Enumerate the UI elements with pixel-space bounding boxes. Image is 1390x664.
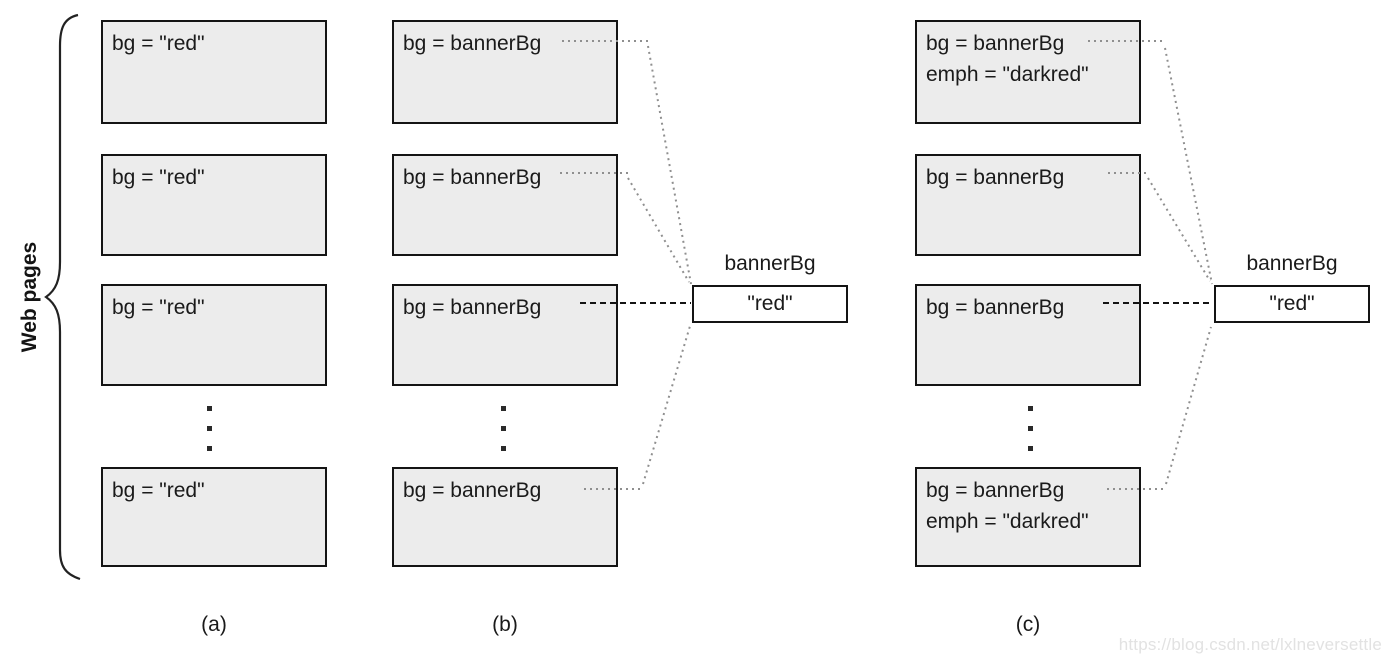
subfigure-label-b: (b) <box>492 613 518 636</box>
binding-text: bg = bannerBg <box>403 32 542 55</box>
binding-text: bg = bannerBg <box>403 166 542 189</box>
page-box-b4: bg = bannerBg <box>392 467 618 567</box>
page-box-a1: bg = "red" <box>101 20 327 124</box>
binding-text: emph = "darkred" <box>926 63 1089 86</box>
store-name-b: bannerBg <box>724 252 816 275</box>
page-box-c2: bg = bannerBg <box>915 154 1141 256</box>
connector-b4-diagonal <box>642 325 691 485</box>
binding-text: bg = "red" <box>112 296 205 319</box>
ellipsis-dots-a <box>206 406 212 466</box>
store-value: "red" <box>747 292 793 315</box>
page-box-b2: bg = bannerBg <box>392 154 618 256</box>
store-name-c: bannerBg <box>1246 252 1338 275</box>
ellipsis-dots-b <box>500 406 506 466</box>
binding-text: bg = bannerBg <box>926 32 1065 55</box>
subfigure-label-a: (a) <box>201 613 227 636</box>
watermark-url: https://blog.csdn.net/lxlneversettle <box>1118 635 1382 654</box>
store-value-box-c: "red" <box>1214 285 1370 323</box>
subfigure-label-c: (c) <box>1015 613 1041 636</box>
binding-text: bg = bannerBg <box>926 166 1065 189</box>
binding-text: bg = bannerBg <box>403 296 542 319</box>
page-box-c4: bg = bannerBg emph = "darkred" <box>915 467 1141 567</box>
page-box-c3: bg = bannerBg <box>915 284 1141 386</box>
web-pages-brace <box>44 13 81 581</box>
ellipsis-dots-c <box>1027 406 1033 466</box>
page-box-c1: bg = bannerBg emph = "darkred" <box>915 20 1141 124</box>
binding-text: bg = bannerBg <box>403 479 542 502</box>
binding-text: bg = bannerBg <box>926 479 1065 502</box>
binding-text: bg = "red" <box>112 32 205 55</box>
store-value-box-b: "red" <box>692 285 848 323</box>
store-value: "red" <box>1269 292 1315 315</box>
binding-text: emph = "darkred" <box>926 510 1089 533</box>
connector-c1-diagonal <box>1164 47 1213 285</box>
connector-b2-diagonal <box>627 177 690 283</box>
binding-text: bg = bannerBg <box>926 296 1065 319</box>
binding-text: bg = "red" <box>112 166 205 189</box>
page-box-a4: bg = "red" <box>101 467 327 567</box>
connector-c2-diagonal <box>1147 177 1211 282</box>
connector-b1-diagonal <box>647 45 692 285</box>
page-box-b1: bg = bannerBg <box>392 20 618 124</box>
binding-text: bg = "red" <box>112 479 205 502</box>
web-pages-label: Web pages <box>18 241 41 353</box>
page-box-a3: bg = "red" <box>101 284 327 386</box>
connector-c4-diagonal <box>1165 326 1212 485</box>
page-box-b3: bg = bannerBg <box>392 284 618 386</box>
page-box-a2: bg = "red" <box>101 154 327 256</box>
